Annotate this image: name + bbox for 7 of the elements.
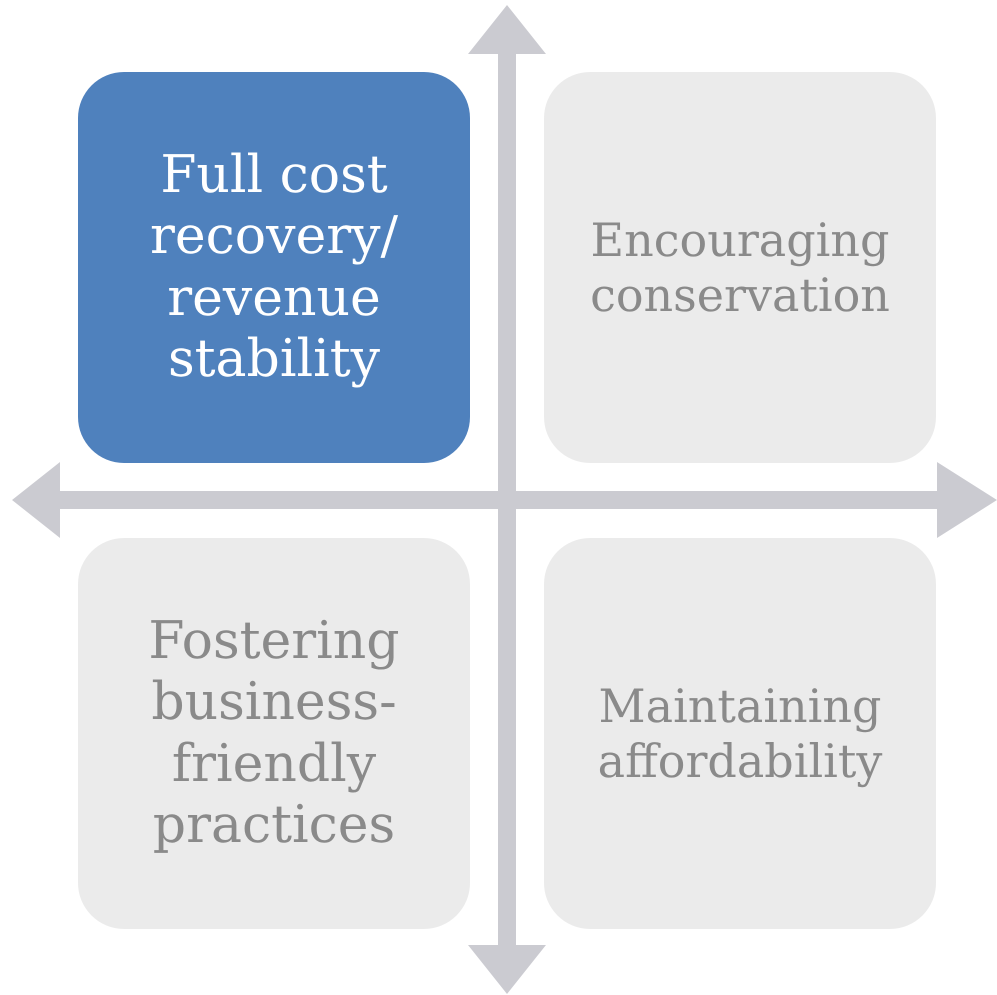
quadrant-label: Maintaining affordability [596, 679, 884, 788]
quadrant-box [544, 538, 936, 929]
quadrant-box [78, 72, 470, 463]
quadrant-box [544, 72, 936, 463]
quadrant-label: Full cost recovery/ revenue stability [149, 144, 399, 390]
quadrant-label: Fostering business-friendly practices [147, 610, 401, 856]
quadrant-label: Encouraging conservation [589, 213, 891, 322]
